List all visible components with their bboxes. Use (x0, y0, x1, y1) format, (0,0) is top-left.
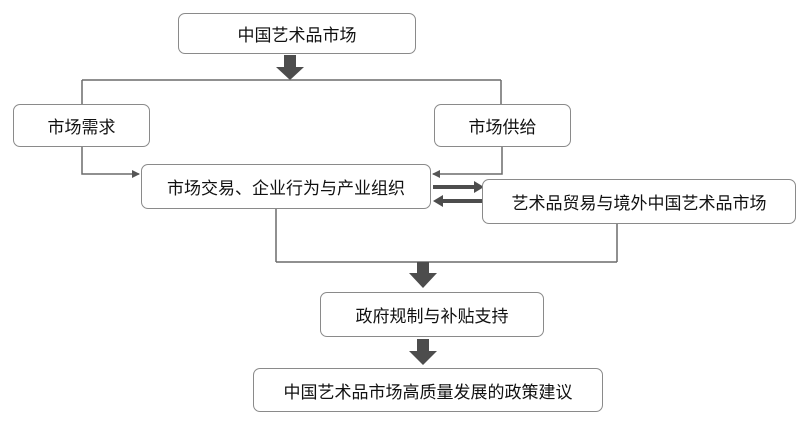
down-arrow-policy (409, 339, 437, 365)
down-arrow-government (409, 262, 437, 288)
supply-to-trade-connector (432, 147, 503, 178)
demand-to-trade-connector (81, 147, 140, 178)
node-trade: 市场交易、企业行为与产业组织 (141, 164, 431, 209)
down-arrow-market (276, 55, 304, 80)
node-demand: 市场需求 (13, 104, 150, 147)
trade-to-overseas-arrow (433, 181, 484, 193)
node-supply: 市场供给 (434, 104, 571, 147)
node-policy: 中国艺术品市场高质量发展的政策建议 (253, 368, 603, 412)
overseas-to-trade-arrow (433, 195, 484, 207)
node-market: 中国艺术品市场 (178, 13, 416, 54)
node-government: 政府规制与补贴支持 (320, 292, 544, 337)
node-overseas: 艺术品贸易与境外中国艺术品市场 (482, 179, 796, 224)
